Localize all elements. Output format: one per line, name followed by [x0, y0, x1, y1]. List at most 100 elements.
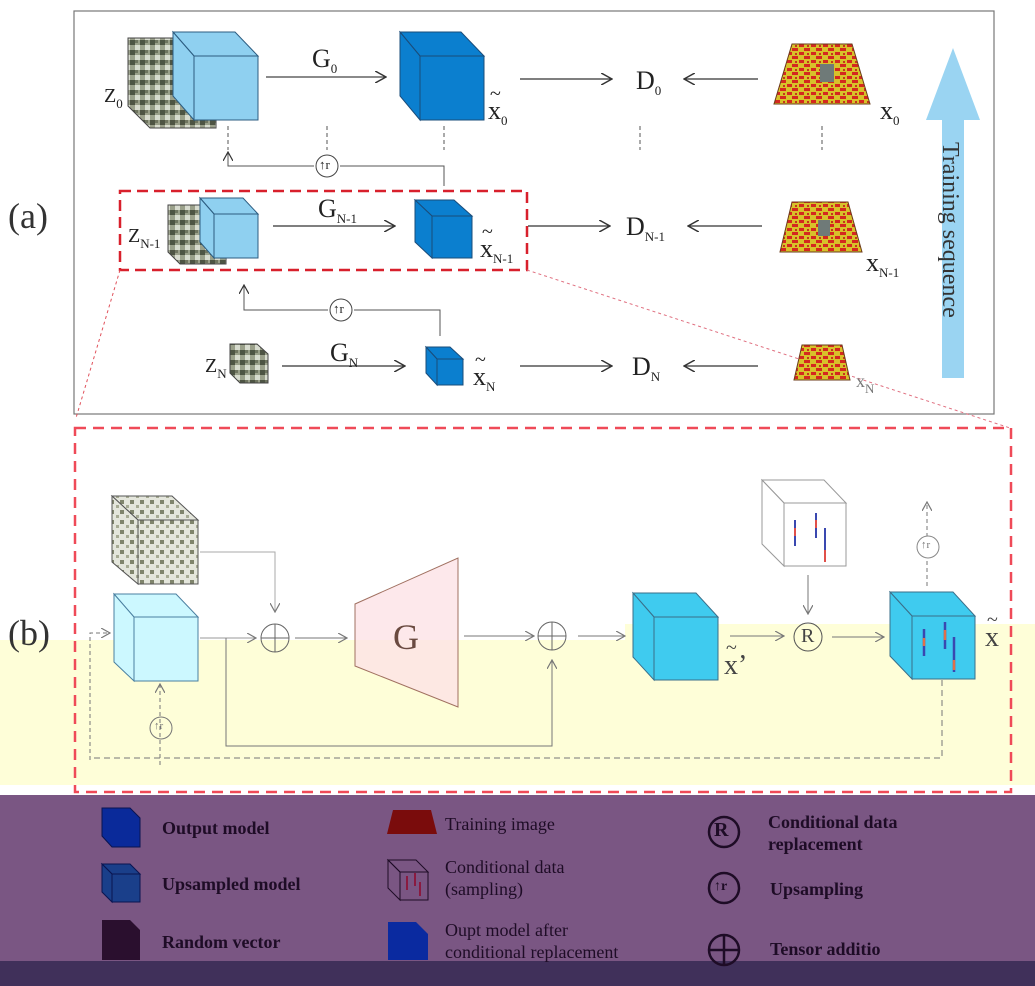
legend-output-model-icon [101, 807, 141, 848]
output-label-0: x0 [488, 96, 508, 128]
legend-output-after-replacement-icon [388, 922, 428, 960]
legend-replace-symbol-text: R [714, 819, 729, 841]
conditional-data-cube [760, 478, 848, 568]
output-symbol: x [480, 234, 493, 263]
noise-label-n-1: ZN-1 [128, 226, 160, 250]
real-symbol: x [866, 248, 879, 277]
noise-symbol: Z [104, 85, 117, 107]
legend-upsampling: Upsampling [770, 879, 864, 899]
generator-label-b: G [393, 617, 419, 657]
legend-output-model: Output model [162, 818, 270, 838]
real-symbol: x [856, 371, 865, 391]
intermediate-symbol: x [724, 650, 738, 681]
generator-sub: N [348, 355, 359, 370]
output-label-n-1: xN-1 [480, 234, 514, 266]
legend-panel [0, 795, 1035, 961]
generator-label-0: G0 [312, 44, 337, 76]
legend-upsampled-model: Upsampled model [162, 874, 301, 894]
noise-cube-b [110, 494, 200, 586]
generator-symbol: G [312, 44, 331, 73]
output-symbol: x [488, 96, 501, 125]
real-label-0: x0 [880, 96, 900, 128]
legend-tensor-addition: Tensor additio [770, 939, 881, 959]
training-sequence-arrow [926, 48, 980, 378]
upsample-symbol-b2 [916, 535, 940, 559]
generator-label-n-1: GN-1 [318, 194, 357, 226]
highlight-box-row-n-1 [118, 189, 529, 272]
tensor-add-1 [260, 623, 290, 653]
output-sub: N-1 [493, 251, 514, 266]
upsample-symbol-a1 [315, 154, 339, 178]
generator-block [354, 557, 459, 708]
discriminator-symbol: D [632, 352, 651, 381]
upsample-symbol-a2 [329, 298, 353, 322]
discriminator-label-0: D0 [636, 66, 662, 98]
legend-replacement-l1: Conditional data [768, 812, 898, 832]
real-sub: N-1 [879, 265, 900, 280]
intermediate-output-cube [631, 591, 720, 682]
output-label-n: xN [473, 362, 496, 394]
discriminator-label-n: DN [632, 352, 661, 384]
replace-symbol-text: R [801, 625, 815, 647]
legend-conditional-data-icon [386, 858, 430, 902]
upsample-text-b2: ↑r [921, 539, 931, 551]
upsample-symbol-b1 [149, 716, 173, 740]
training-image-n-1 [779, 201, 863, 253]
generator-symbol: G [330, 338, 349, 367]
legend-output-after-l1: Oupt model after [445, 920, 568, 940]
noise-symbol: Z [205, 355, 218, 377]
final-output-label: x [985, 624, 999, 652]
panel-b-frame [73, 426, 1013, 794]
noise-symbol: Z [128, 225, 141, 247]
legend-conditional-data-l1: Conditional data [445, 857, 565, 877]
legend-replacement-symbol-icon [707, 815, 741, 849]
discriminator-sub: N-1 [644, 229, 665, 244]
real-sub: N [865, 381, 875, 396]
generator-sub: N-1 [336, 211, 357, 226]
real-label-n-1: xN-1 [866, 248, 900, 280]
output-sub: N [486, 379, 496, 394]
discriminator-sub: N [650, 369, 661, 384]
legend-replacement-l2: replacement [768, 834, 863, 854]
training-sequence-label: Training sequence [937, 142, 963, 318]
training-image-0 [773, 43, 871, 105]
panel-a-frame [73, 10, 995, 415]
tensor-add-2 [537, 621, 567, 651]
noise-sub: 0 [116, 96, 123, 111]
training-image-n [793, 344, 851, 381]
legend-random-vector: Random vector [162, 932, 281, 952]
discriminator-sub: 0 [654, 83, 662, 98]
panel-b-label: (b) [8, 613, 50, 653]
continuation-dashes [227, 126, 823, 150]
legend-output-after-l2: conditional replacement [445, 942, 619, 962]
real-symbol: x [880, 96, 893, 125]
panel-a-label: (a) [8, 196, 48, 236]
noise-label-n: ZN [205, 356, 227, 380]
noise-sub: N-1 [140, 236, 161, 251]
bottom-strip [0, 961, 1035, 986]
discriminator-symbol: D [626, 212, 645, 241]
discriminator-label-n-1: DN-1 [626, 212, 665, 244]
legend-tensor-addition-symbol-icon [707, 933, 741, 967]
output-cube-n-1 [413, 198, 474, 260]
upsampled-cube-b [112, 592, 200, 683]
noise-sub: N [217, 366, 227, 381]
real-label-n: xN [856, 372, 874, 395]
upsample-text-b1: ↑r [154, 720, 164, 732]
legend-upsampling-symbol-icon [707, 871, 741, 905]
legend-training-image-icon [387, 810, 437, 834]
legend-conditional-data-l2: (sampling) [445, 879, 523, 899]
generator-symbol: G [318, 194, 337, 223]
upsampled-cube-0 [171, 30, 260, 122]
generator-label-n: GN [330, 338, 359, 370]
legend-upsample-symbol-text: ↑r [714, 879, 728, 894]
output-cube-0 [398, 30, 486, 122]
upsample-text-a2: ↑r [333, 301, 344, 316]
legend-upsampled-model-icon [100, 862, 142, 904]
output-symbol: x [473, 362, 486, 391]
replacement-symbol [793, 622, 823, 652]
upsample-text-a1: ↑r [319, 157, 330, 172]
discriminator-symbol: D [636, 66, 655, 95]
output-sub: 0 [501, 113, 508, 128]
